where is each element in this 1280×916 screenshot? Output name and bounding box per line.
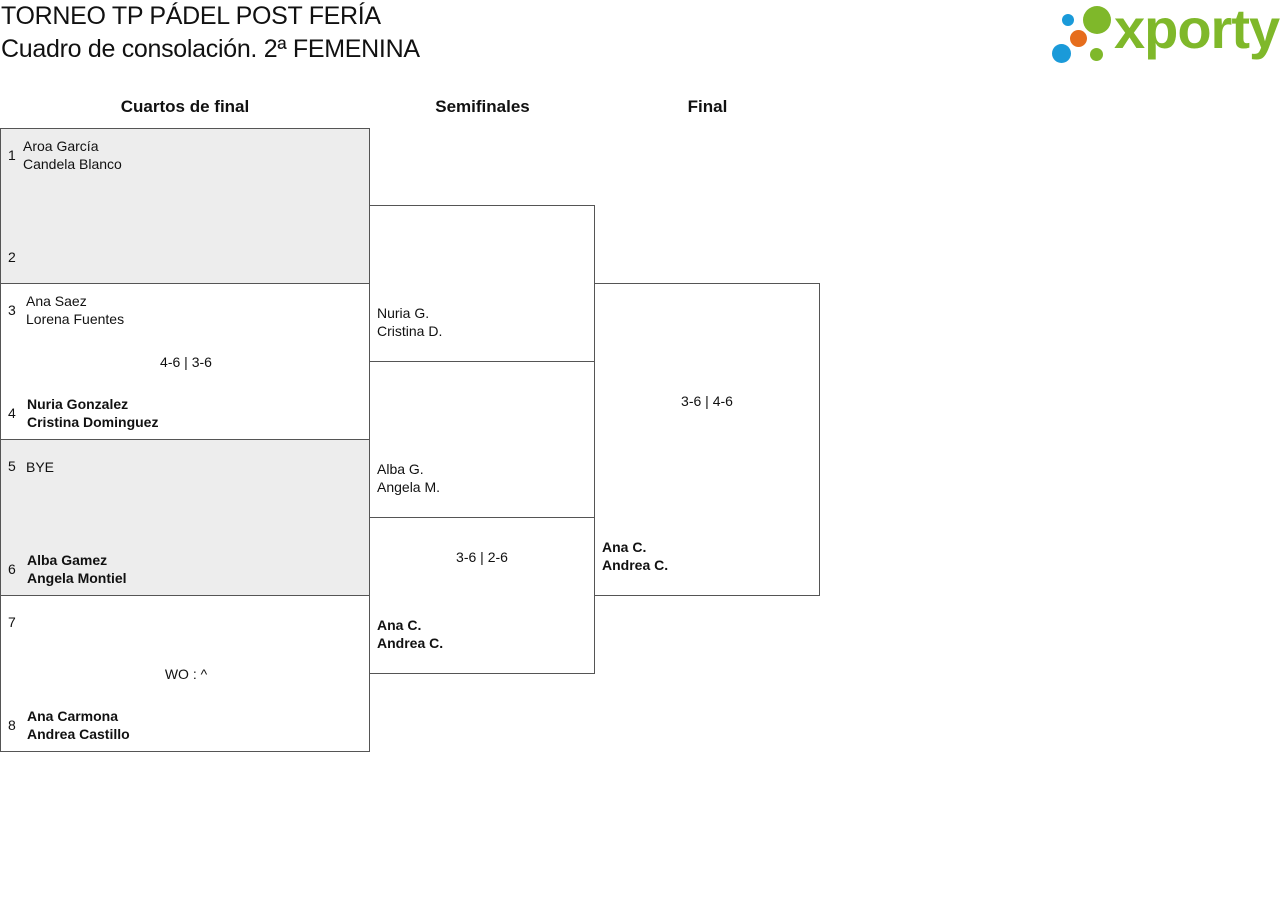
player-name: Alba G. [377,461,424,477]
qf2-bottom-pair-winner: Nuria Gonzalez Cristina Dominguez [27,395,158,431]
logo-dot-blue-small-icon [1062,14,1074,26]
player-name: Ana Carmona [27,708,119,724]
player-name: Angela Montiel [27,570,127,586]
logo-dot-orange-icon [1070,30,1087,47]
tournament-title: TORNEO TP PÁDEL POST FERÍA [1,2,381,30]
seed-number: 2 [8,249,16,265]
player-name: Nuria Gonzalez [27,396,129,412]
player-name: Cristina Dominguez [27,414,159,430]
player-name: Aroa García [23,138,99,154]
qf2-top-pair: Ana Saez Lorena Fuentes [26,292,124,328]
qf-match-4: 7 WO : ^ 8 Ana Carmona Andrea Castillo [0,595,370,752]
seed-number: 1 [8,147,16,163]
qf4-bottom-pair-winner: Ana Carmona Andrea Castillo [27,707,130,743]
seed-number: 4 [8,405,16,421]
player-name: BYE [26,459,55,475]
logo-dot-green-icon [1083,6,1111,34]
round-header-final: Final [687,97,728,116]
player-name: Andrea Castillo [27,726,130,742]
logo-dot-blue-icon [1052,44,1071,63]
player-name: Ana C. [377,617,422,633]
seed-number: 5 [8,458,16,474]
player-name: Nuria G. [377,305,430,321]
seed-number: 7 [8,614,16,630]
final-match: 3-6 | 4-6 Ana C. Andrea C. [594,283,820,596]
player-name: Andrea C. [602,557,669,573]
sf-match-1: Nuria G. Cristina D. [369,205,595,362]
qf1-top-pair: Aroa García Candela Blanco [23,137,122,173]
seed-number: 6 [8,561,16,577]
player-name: Angela M. [377,479,441,495]
sf-match-2: 3-6 | 2-6 Ana C. Andrea C. [369,517,595,674]
player-name: Cristina D. [377,323,443,339]
draw-subtitle: Cuadro de consolación. 2ª FEMENINA [1,35,420,63]
player-name: Ana Saez [26,293,87,309]
xporty-logo[interactable]: xporty [1048,0,1280,68]
player-name: Alba Gamez [27,552,108,568]
player-name: Ana C. [602,539,647,555]
logo-dot-green-small-icon [1090,48,1103,61]
final-bottom-pair-winner: Ana C. Andrea C. [602,538,668,574]
sf1-bottom-pair: Nuria G. Cristina D. [377,304,442,340]
sf2-top-pair: Alba G. Angela M. [377,460,440,496]
round-header-quarterfinals: Cuartos de final [120,97,250,116]
qf-match-1: 1 Aroa García Candela Blanco 2 [0,128,370,284]
seed-number: 3 [8,302,16,318]
match-score: 3-6 | 2-6 [456,549,508,565]
match-score: 3-6 | 4-6 [681,393,733,409]
qf3-bottom-pair-winner: Alba Gamez Angela Montiel [27,551,127,587]
qf-match-3: 5 BYE 6 Alba Gamez Angela Montiel [0,439,370,596]
player-name: Andrea C. [377,635,444,651]
logo-wordmark: xporty [1114,0,1280,60]
qf-match-2: 3 Ana Saez Lorena Fuentes 4-6 | 3-6 4 Nu… [0,283,370,440]
match-score: WO : ^ [164,666,208,682]
round-header-semifinals: Semifinales [435,97,530,116]
player-name: Candela Blanco [23,156,122,172]
player-name: Lorena Fuentes [26,311,125,327]
sf2-bottom-pair-winner: Ana C. Andrea C. [377,616,443,652]
qf3-top-pair: BYE [26,458,54,476]
match-score: 4-6 | 3-6 [160,354,212,370]
seed-number: 8 [8,717,16,733]
